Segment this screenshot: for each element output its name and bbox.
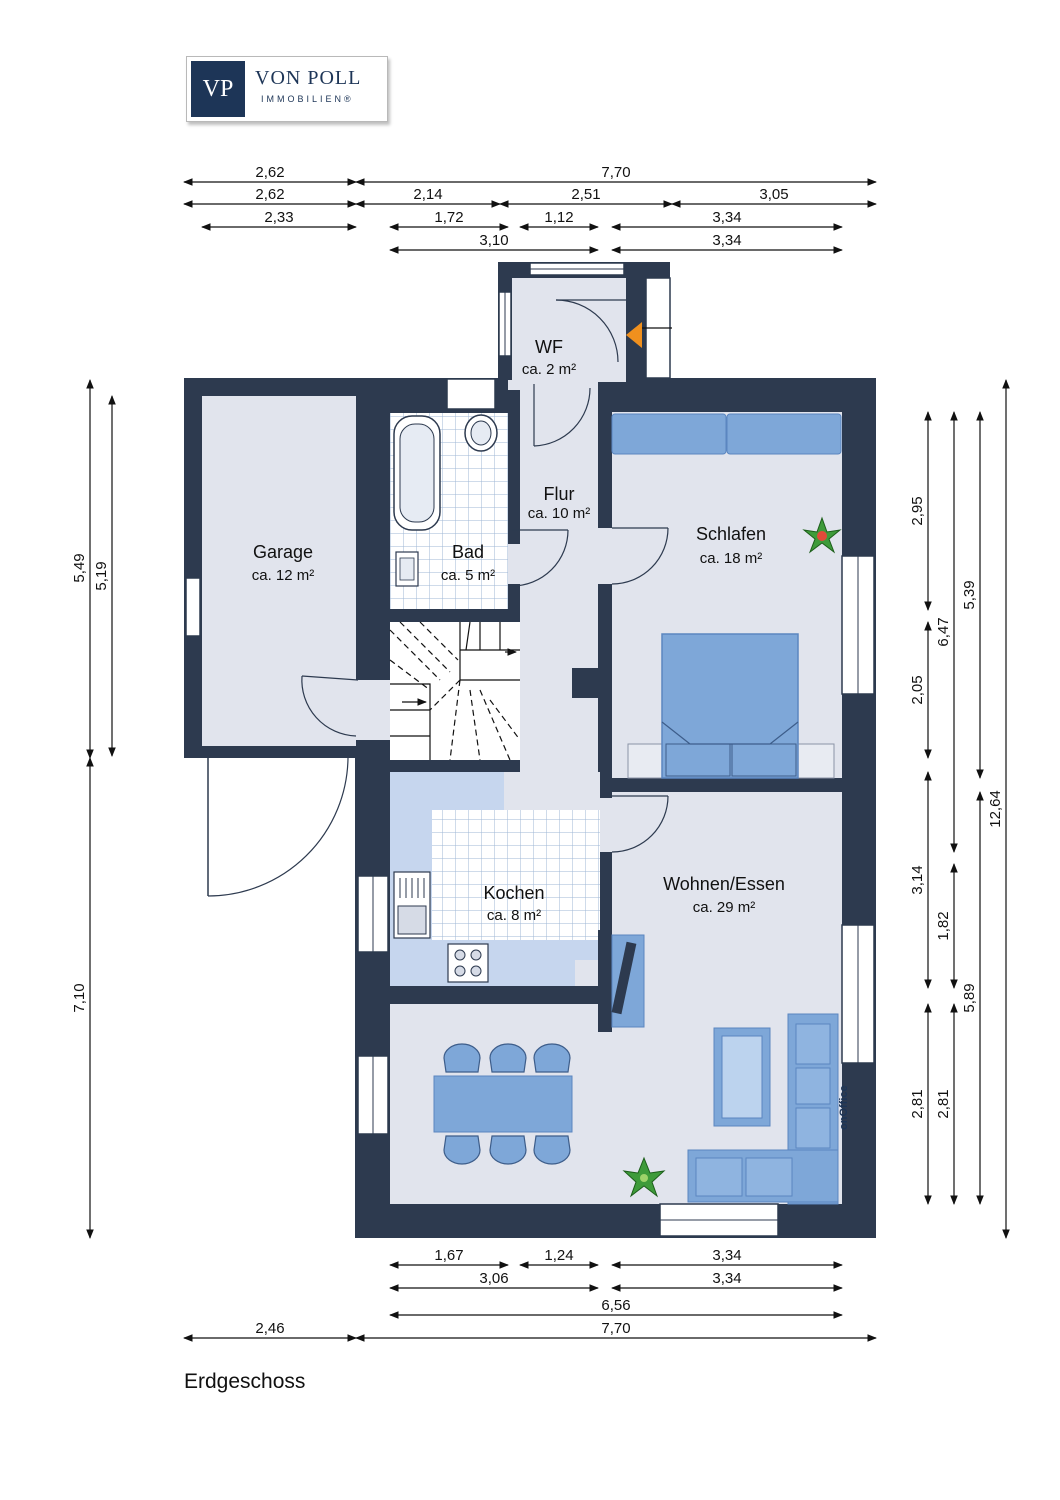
dim-top: 1,12 [544, 209, 573, 226]
dim-right: 2,81 [935, 1089, 952, 1118]
room-name-bad: Bad [452, 542, 484, 562]
dim-bottom: 1,24 [544, 1247, 573, 1264]
room-labels: WF ca. 2 m² Flur ca. 10 m² Bad ca. 5 m² … [252, 337, 785, 924]
dim-left: 5,19 [93, 561, 110, 590]
dim-top: 3,34 [712, 232, 741, 249]
dim-top: 2,33 [264, 209, 293, 226]
dim-right: 2,95 [909, 496, 926, 525]
logo-subtitle: IMMOBILIEN® [261, 94, 354, 104]
room-name-kochen: Kochen [483, 883, 544, 903]
von-poll-logo: VP VON POLL IMMOBILIEN® [186, 56, 388, 122]
living-furniture [433, 934, 839, 1205]
dim-top: 2,62 [255, 186, 284, 203]
room-area-bad: ca. 5 m² [441, 567, 495, 584]
dim-bottom: 7,70 [601, 1320, 630, 1337]
logo-name: VON POLL [255, 67, 362, 89]
wall-segment [598, 930, 612, 1032]
room-area-flur: ca. 10 m² [528, 505, 591, 522]
room-name-flur: Flur [544, 484, 575, 504]
plant-icon [622, 1156, 666, 1198]
dim-right: 6,47 [935, 617, 952, 646]
dim-right: 3,14 [909, 865, 926, 894]
room-area-wohnen: ca. 29 m² [693, 899, 756, 916]
room-name-garage: Garage [253, 542, 313, 562]
room-name-wf: WF [535, 337, 563, 357]
dim-bottom: 2,46 [255, 1320, 284, 1337]
dimension-labels-right: 2,95 5,39 6,47 12,64 2,05 3,14 1,82 5,89… [909, 496, 1004, 1118]
dim-bottom: 3,34 [712, 1247, 741, 1264]
dim-bottom: 1,67 [434, 1247, 463, 1264]
dim-top: 2,51 [571, 186, 600, 203]
onoffice-watermark: onOffice [838, 1085, 850, 1130]
floor-label: Erdgeschoss [184, 1370, 306, 1393]
dim-top: 2,62 [255, 164, 284, 181]
dim-top: 3,34 [712, 209, 741, 226]
wall-pillar [572, 668, 598, 698]
room-name-wohnen: Wohnen/Essen [663, 874, 785, 894]
dim-bottom: 6,56 [601, 1297, 630, 1314]
room-area-kochen: ca. 8 m² [487, 907, 541, 924]
entrance-arrow-icon [626, 322, 642, 348]
dim-right: 12,64 [987, 790, 1004, 828]
room-name-schlafen: Schlafen [696, 524, 766, 544]
dimension-lines [86, 178, 1010, 1342]
logo-monogram: VP [191, 61, 245, 117]
room-area-wf: ca. 2 m² [522, 361, 576, 378]
kitchen-fixtures [393, 871, 489, 983]
dim-bottom: 3,34 [712, 1270, 741, 1287]
dim-right: 2,81 [909, 1089, 926, 1118]
plant-icon [802, 516, 842, 554]
dimension-labels-top: 2,62 7,70 2,62 2,14 2,51 3,05 2,33 1,72 … [255, 164, 788, 249]
dim-top: 2,14 [413, 186, 442, 203]
dim-top: 1,72 [434, 209, 463, 226]
dim-top: 3,10 [479, 232, 508, 249]
dim-bottom: 3,06 [479, 1270, 508, 1287]
dim-top: 7,70 [601, 164, 630, 181]
room-area-schlafen: ca. 18 m² [700, 550, 763, 567]
bathroom-fixtures [393, 414, 498, 587]
window-mullions [372, 268, 859, 1221]
dim-left: 5,49 [71, 553, 88, 582]
staircase [389, 621, 521, 761]
doors [207, 299, 669, 897]
dim-top: 3,05 [759, 186, 788, 203]
dim-right: 1,82 [935, 911, 952, 940]
dimension-labels-left: 5,49 5,19 7,10 [71, 553, 110, 1012]
watermark-text: onOffice [838, 1085, 850, 1130]
dim-right: 5,39 [961, 580, 978, 609]
dimension-labels-bottom: 1,67 1,24 3,34 3,06 3,34 6,56 2,46 7,70 [255, 1247, 741, 1337]
bedroom-furniture [611, 413, 842, 779]
dim-right: 5,89 [961, 983, 978, 1012]
dim-right: 2,05 [909, 675, 926, 704]
dim-left: 7,10 [71, 983, 88, 1012]
room-area-garage: ca. 12 m² [252, 567, 315, 584]
